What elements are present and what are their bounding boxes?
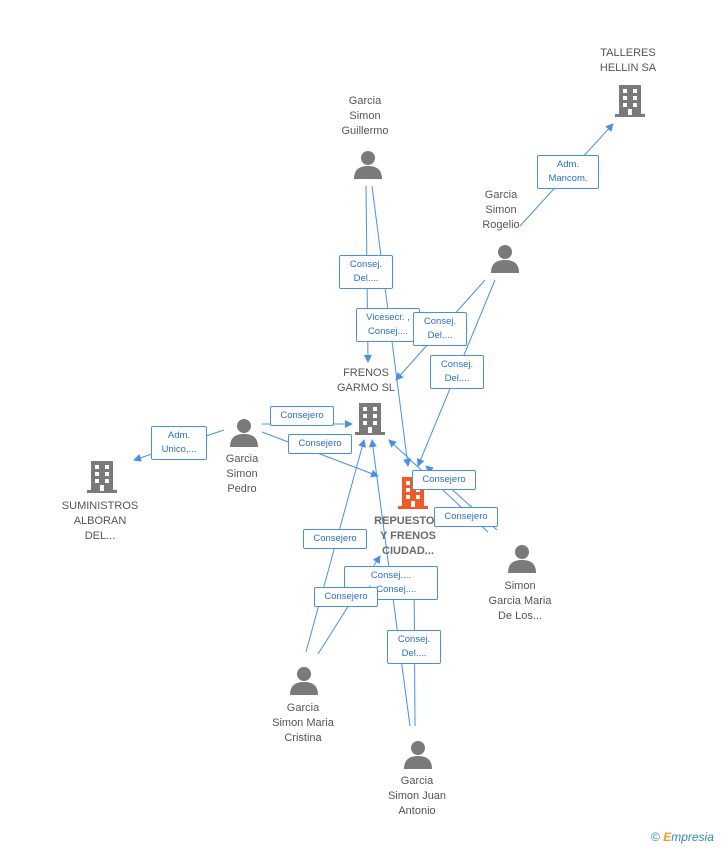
brand-initial: E [663,830,672,844]
edge-label-consejero[interactable]: Consejero [412,470,476,490]
node-label-talleres: TALLERES HELLIN SA [599,47,657,74]
edge-label-adm-unico[interactable]: Adm. Unico,... [151,426,207,460]
edge-label-consej-del[interactable]: Consej. Del.... [339,255,393,289]
node-label-cristina: Garcia Simon Maria Cristina [272,702,334,744]
person-icon[interactable] [229,418,259,448]
edge-label-consejero[interactable]: Consejero [314,587,378,607]
building-icon[interactable] [354,402,386,436]
brand-name: mpresia [671,830,714,844]
node-label-pedro: Garcia Simon Pedro [225,453,259,495]
edge-label-consej-del[interactable]: Consej. Del.... [413,312,467,346]
edge-label-consejero[interactable]: Consejero [288,434,352,454]
node-label-guillermo: Garcia Simon Guillermo [341,95,389,137]
node-label-suministros: SUMINISTROS ALBORAN DEL... [61,500,139,542]
edge-label-consej-del[interactable]: Consej. Del.... [430,355,484,389]
edge-label-consejero[interactable]: Consejero [303,529,367,549]
node-label-rogelio: Garcia Simon Rogelio [482,189,520,231]
person-icon[interactable] [289,666,319,696]
edge-label-adm-mancom[interactable]: Adm. Mancom. [537,155,599,189]
building-icon[interactable] [614,84,646,118]
node-label-juan-antonio: Garcia Simon Juan Antonio [387,775,447,817]
person-icon[interactable] [403,740,433,770]
watermark: © Empresia [651,830,714,844]
edge-label-vicesecr[interactable]: Vicesecr. , Consej.... [356,308,420,342]
node-label-maria-de-los: Simon Garcia Maria De Los... [488,580,552,622]
edge-label-consej-del[interactable]: Consej. Del.... [387,630,441,664]
copyright-symbol: © [651,830,660,844]
edge-label-consejero[interactable]: Consejero [434,507,498,527]
edge-label-consejero[interactable]: Consejero [270,406,334,426]
person-icon[interactable] [490,244,520,274]
edge-pedro-repuestos [261,431,379,478]
building-icon[interactable] [86,460,118,494]
node-label-frenos-garmo: FRENOS GARMO SL [336,367,396,394]
node-label-repuestos: REPUESTOS Y FRENOS CIUDAD... [374,515,442,557]
person-icon[interactable] [507,544,537,574]
person-icon[interactable] [353,150,383,180]
